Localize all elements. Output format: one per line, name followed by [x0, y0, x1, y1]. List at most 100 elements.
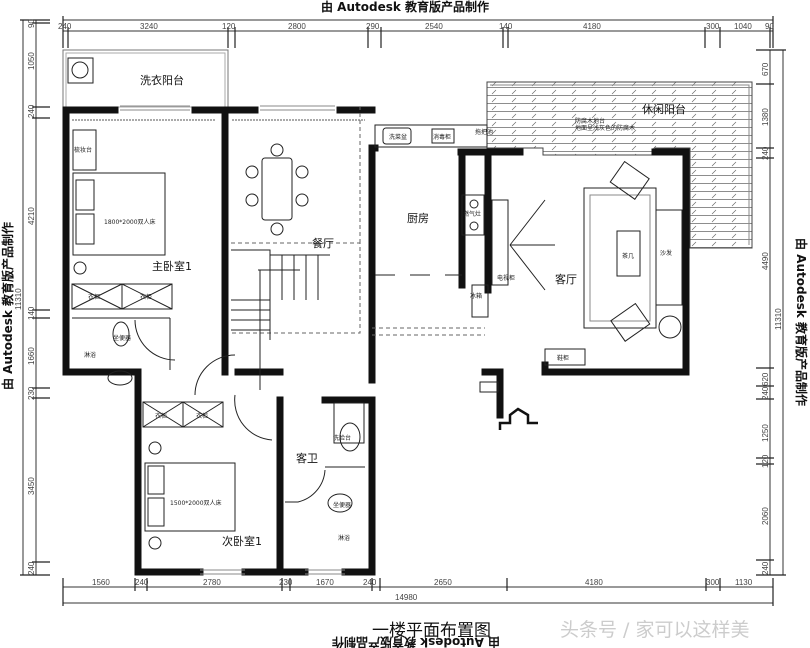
dim-label: 4180 [585, 578, 603, 587]
tv-cabinet [491, 199, 509, 286]
dim-label: 90 [765, 22, 774, 31]
fridge-label: 冰箱 [470, 292, 482, 300]
dim-label: 3450 [27, 477, 36, 495]
kitchen: 洗菜盆 消毒柜 拖把池 厨房 燃气灶 冰箱 [372, 124, 493, 336]
room-label-second-bedroom: 次卧室1 [222, 534, 262, 548]
dim-label: 3240 [140, 22, 158, 31]
windows [120, 105, 345, 575]
washbasin [333, 402, 365, 444]
shower-label: 淋浴 [338, 534, 350, 542]
kitchen-counter [374, 124, 488, 148]
wardrobe-label: 衣柜 [196, 412, 208, 420]
toilet-label: 坐便器 [333, 501, 351, 509]
dim-label: 4210 [27, 207, 36, 225]
coffee-table-label: 茶几 [622, 252, 634, 260]
master-bed-label: 1800*2000双人床 [104, 218, 156, 226]
dim-label: 240 [135, 578, 149, 587]
watermark-right: 由 Autodesk 教育版产品制作 [794, 238, 809, 406]
dim-label: 2060 [761, 507, 770, 525]
dresser-label: 梳妆台 [74, 146, 92, 154]
dim-label: 2540 [425, 22, 443, 31]
room-label-leisure-balcony: 休闲阳台 [642, 102, 686, 116]
dim-total: 11310 [774, 308, 783, 330]
armchair [610, 302, 651, 342]
dim-label: 1050 [27, 52, 36, 70]
dim-label: 1560 [92, 578, 110, 587]
room-label-living: 客厅 [555, 272, 577, 286]
dim-label: 290 [366, 22, 380, 31]
rug [583, 187, 657, 329]
dim-label: 1670 [316, 578, 334, 587]
dim-label: 2800 [288, 22, 306, 31]
disinfect-cabinet [431, 128, 455, 144]
dim-label: 240 [27, 104, 36, 118]
sofa [655, 209, 683, 306]
washing-machine-icon [67, 57, 94, 84]
shower-label: 淋浴 [84, 351, 96, 359]
wardrobe-label: 衣柜 [88, 293, 100, 301]
walls [62, 106, 690, 576]
room-label-laundry-balcony: 洗衣阳台 [140, 73, 184, 87]
tv-cabinet-label: 电视柜 [497, 274, 515, 282]
shoe-cabinet-label: 鞋柜 [557, 354, 569, 362]
dim-label: 1040 [734, 22, 752, 31]
wardrobe-label: 衣柜 [140, 293, 152, 301]
dim-label: 300 [706, 22, 720, 31]
watermark-left: 由 Autodesk 教育版产品制作 [0, 222, 15, 390]
dim-label: 300 [706, 578, 720, 587]
entrance-arrow-icon [498, 407, 538, 430]
dim-label: 4180 [583, 22, 601, 31]
balcony-note: 地面呈浅灰色的防腐木 [575, 124, 635, 132]
dim-label: 1660 [27, 347, 36, 365]
dim-label: 240 [761, 561, 770, 575]
dim-label: 240 [363, 578, 377, 587]
watermark-top: 由 Autodesk 教育版产品制作 [321, 0, 489, 14]
toilet-icon [327, 493, 353, 513]
dim-total: 11310 [14, 288, 23, 310]
stove-icon [461, 194, 485, 236]
dim-label: 1250 [761, 424, 770, 442]
nightstand-lamp-icon [73, 261, 87, 275]
dim-label: 1380 [761, 108, 770, 126]
room-label-master-bedroom: 主卧室1 [152, 259, 192, 273]
wardrobe-label: 衣柜 [155, 412, 167, 420]
coffee-table [616, 230, 641, 277]
dim-label: 4490 [761, 252, 770, 270]
dim-label: 1130 [735, 578, 753, 587]
side-table [658, 315, 682, 339]
bathtub-basin-icon [107, 370, 133, 386]
master-bed [72, 172, 166, 256]
nightstand-lamp-icon [148, 536, 162, 550]
sink-label: 洗菜盆 [389, 133, 407, 141]
dim-label: 2780 [203, 578, 221, 587]
dim-label: 90 [27, 19, 36, 28]
laundry-balcony [62, 49, 229, 108]
dresser [72, 129, 97, 171]
sofa-label: 沙发 [660, 249, 672, 257]
second-bed [144, 462, 236, 532]
bottom-dimensions: 1560 240 2780 230 1670 240 2650 4180 300… [62, 578, 774, 606]
source-watermark: 头条号 / 家可以这样美 [560, 619, 749, 641]
mop-sink-label: 拖把池 [475, 128, 493, 136]
dim-label: 620 [761, 372, 770, 386]
dim-label: 670 [761, 62, 770, 76]
left-dimensions: 90 1050 240 4210 140 1660 230 3450 240 1… [0, 19, 50, 576]
dining-area: 餐厅 [194, 107, 361, 396]
disinfect-label: 消毒柜 [433, 133, 451, 141]
guest-bathroom: 洗脸台 客卫 坐便器 淋浴 [285, 402, 365, 542]
washbasin-label: 洗脸台 [333, 434, 351, 442]
nightstand-lamp-icon [148, 441, 162, 455]
stove-label: 燃气灶 [463, 210, 481, 218]
toilet-icon [112, 321, 130, 347]
top-dimensions: 240 3240 120 2800 290 2540 140 4180 300 … [58, 0, 774, 48]
dim-total: 14980 [395, 593, 418, 602]
dining-table [261, 157, 293, 221]
dim-label: 2650 [434, 578, 452, 587]
dim-label: 240 [761, 386, 770, 400]
leisure-balcony [486, 81, 753, 249]
room-label-kitchen: 厨房 [407, 212, 429, 225]
second-bedroom: 衣柜 衣柜 1500*2000双人床 次卧室1 [142, 394, 273, 550]
fridge [471, 284, 489, 318]
dim-label: 120 [222, 22, 236, 31]
